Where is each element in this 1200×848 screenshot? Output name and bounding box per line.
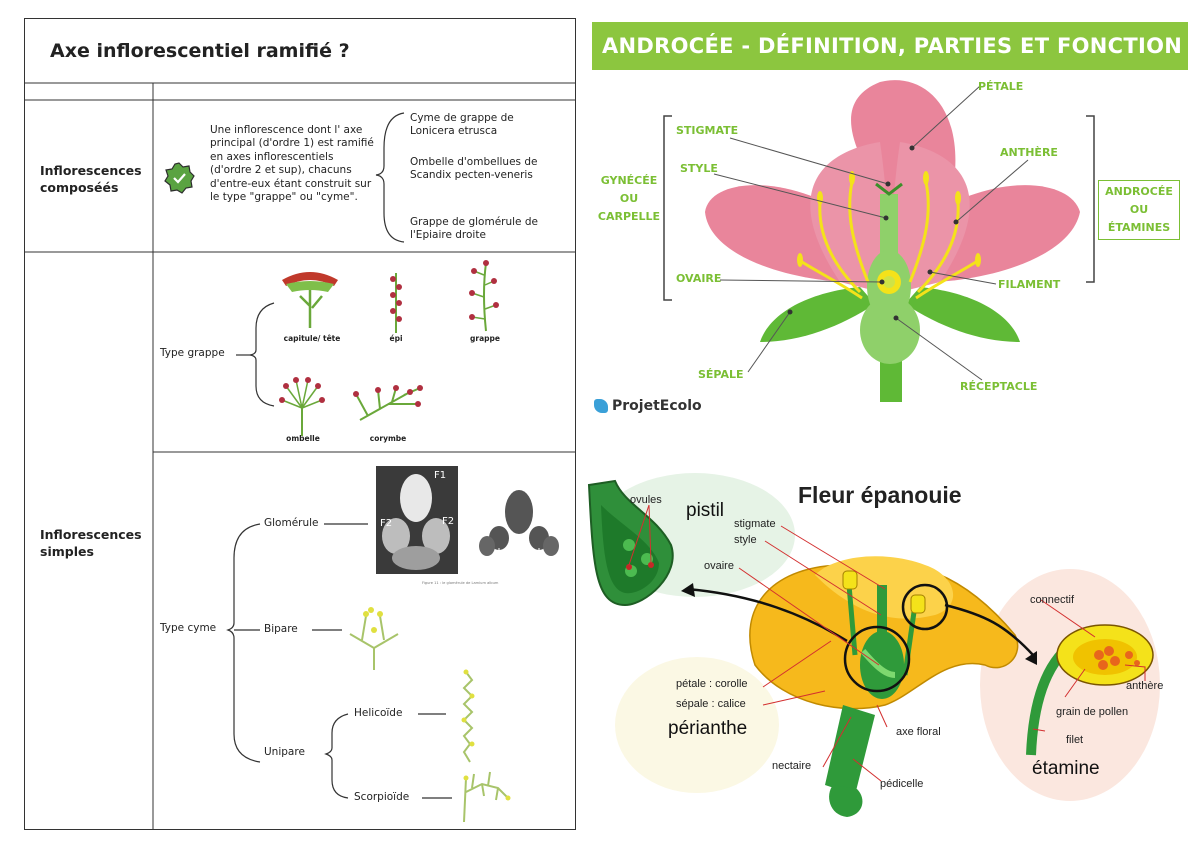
photo-label-f1: F1 xyxy=(434,470,446,481)
composee-brace xyxy=(375,112,405,243)
perianthe-label: périanthe xyxy=(668,718,748,739)
page-title: Axe inflorescentiel ramifié ? xyxy=(50,40,350,62)
projetecolo-logo: ProjetEcolo xyxy=(594,398,702,414)
bipare-illustration xyxy=(349,607,399,670)
connectif-label: connectif xyxy=(1030,594,1075,606)
glomerule-diagram xyxy=(479,490,559,563)
grappe-illustration xyxy=(469,260,499,332)
unipare-brace xyxy=(324,713,349,799)
label-capitule: capitule/ tête xyxy=(283,334,341,343)
fleur-epanouie-diagram xyxy=(587,473,1160,817)
etamine-label: étamine xyxy=(1032,758,1100,779)
stigmate-label: stigmate xyxy=(734,518,776,530)
filet-label: filet xyxy=(1066,734,1084,746)
nectaire-label: nectaire xyxy=(772,760,812,772)
photo-label-f2-left: F2 xyxy=(380,518,392,529)
glomerule-label: Glomérule xyxy=(262,517,321,529)
ovules-label: ovules xyxy=(630,494,662,506)
corymbe-illustration xyxy=(353,385,423,421)
grappe-brace xyxy=(249,302,275,407)
helicoide-label: Helicoïde xyxy=(352,707,405,719)
logo-text: ProjetEcolo xyxy=(612,398,702,414)
bipare-label: Bipare xyxy=(262,623,300,635)
androcee-flower-diagram xyxy=(663,80,1095,402)
pistil-label: pistil xyxy=(686,500,725,521)
anthere-label: anthère xyxy=(1126,680,1164,692)
ombelle-illustration xyxy=(279,377,325,436)
epi-illustration xyxy=(390,273,402,333)
type-cyme-label: Type cyme xyxy=(158,622,219,634)
scorpioide-label: Scorpioïde xyxy=(352,791,412,803)
composee-description: Une inflorescence dont l' axe principal … xyxy=(210,124,374,204)
label-style: STYLE xyxy=(680,162,718,175)
perianthe-bubble xyxy=(615,657,779,793)
sepale-calice-label: sépale : calice xyxy=(676,698,746,710)
label-epi: épi xyxy=(389,334,403,343)
androcee-banner: ANDROCÉE - DÉFINITION, PARTIES ET FONCTI… xyxy=(592,22,1188,70)
label-petale: PÉTALE xyxy=(978,80,1024,93)
style-label: style xyxy=(734,534,757,546)
sepal-right xyxy=(905,287,1020,342)
label-stigmate: STIGMATE xyxy=(676,124,739,137)
axe-floral-label: axe floral xyxy=(896,726,941,738)
type-grappe-label: Type grappe xyxy=(158,347,227,359)
row-label-composees: Inflorescences composéés xyxy=(40,163,142,195)
label-ombelle: ombelle xyxy=(286,434,320,443)
cyme-brace xyxy=(226,523,261,763)
figure-caption: Figure 11 : le glomérule de Lamium album xyxy=(422,581,499,585)
capitule-illustration xyxy=(282,272,338,328)
row-label-simples: Inflorescences simples xyxy=(40,527,142,559)
label-androcee: ANDROCÉE OU ÉTAMINES xyxy=(1098,180,1180,240)
grain-pollen-label: grain de pollen xyxy=(1056,706,1129,718)
pedicelle-label: pédicelle xyxy=(880,778,924,790)
unipare-label: Unipare xyxy=(262,746,307,758)
glomerule-photo: F1 F2 F2 xyxy=(376,466,458,574)
example-epiaire: Grappe de glomérule de l'Epiaire droite xyxy=(410,216,538,242)
petale-corolle-label: pétale : corolle xyxy=(676,678,748,690)
label-receptacle: RÉCEPTACLE xyxy=(960,380,1038,393)
photo-label-f2-right: F2 xyxy=(442,516,454,527)
label-anthere: ANTHÈRE xyxy=(1000,146,1058,159)
label-grappe: grappe xyxy=(470,334,500,343)
check-badge-icon xyxy=(164,162,195,194)
inflorescence-table: F1 F2 F2 Figure 11 : le glomérule de Lam… xyxy=(24,18,576,830)
helicoide-illustration xyxy=(461,669,475,763)
petal-front-right xyxy=(892,142,970,292)
example-scandix: Ombelle d'ombellues de Scandix pecten-ve… xyxy=(410,156,538,182)
label-ovaire: OVAIRE xyxy=(676,272,722,285)
fleur-epanouie-title: Fleur épanouie xyxy=(798,482,962,508)
sepal-left xyxy=(760,287,875,342)
label-filament: FILAMENT xyxy=(998,278,1061,291)
label-gynecee: GYNÉCÉE OU CARPELLE xyxy=(597,174,661,223)
example-lonicera: Cyme de grappe de Lonicera etrusca xyxy=(410,112,514,138)
scorpioide-illustration xyxy=(463,771,511,823)
label-corymbe: corymbe xyxy=(369,434,407,443)
table-grid: F1 F2 F2 Figure 11 : le glomérule de Lam… xyxy=(24,18,576,830)
leaf-icon xyxy=(594,399,608,413)
label-sepale: SÉPALE xyxy=(698,368,744,381)
ovaire-label: ovaire xyxy=(704,560,734,572)
